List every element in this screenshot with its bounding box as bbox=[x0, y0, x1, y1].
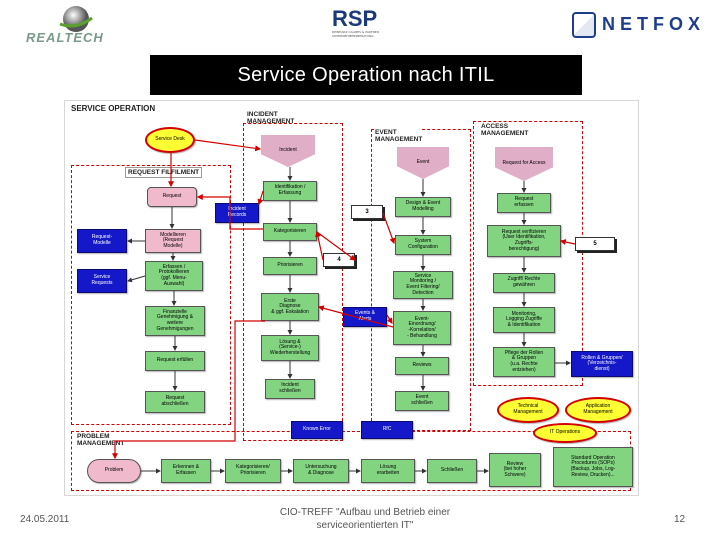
problem-schliessen-node: Schließen bbox=[427, 459, 477, 483]
incident-section bbox=[243, 123, 343, 441]
event-schliessen-node: Event schließen bbox=[395, 391, 449, 411]
access-label: ACCESS MANAGEMENT bbox=[481, 123, 529, 137]
known-error-node: Known Error bbox=[291, 421, 343, 439]
incident-schliessen-node: Incident schließen bbox=[265, 379, 315, 399]
arrow-service-requests-link bbox=[127, 275, 146, 283]
service-monitoring-node: Service Monitoring / Event Filtering/ De… bbox=[393, 271, 453, 299]
request-modelle-node: Request- Modelle bbox=[77, 229, 127, 253]
netfox-emblem bbox=[572, 12, 596, 38]
flow-arrows bbox=[112, 139, 576, 474]
modellieren-node: Modellieren (Request Modelle) bbox=[145, 229, 201, 253]
arrow-tag4-kategorisieren bbox=[315, 230, 324, 261]
access-section bbox=[473, 121, 583, 386]
slide-date: 24.05.2011 bbox=[20, 514, 70, 525]
rsp-subline: REINHARZ CALIBES & PARTNER UNTERNEHMENSB… bbox=[332, 30, 379, 38]
service-desk-node: Service Desk bbox=[145, 127, 195, 153]
problem-node: Problem bbox=[87, 459, 141, 483]
problem-kategorisieren-node: Kategorisieren/ Priorisieren bbox=[225, 459, 281, 483]
realtech-wordmark: REALTECH bbox=[26, 30, 104, 45]
footer-line-2: serviceorientierten IT" bbox=[316, 520, 414, 531]
erfassen-node: Erfassen / Protokollieren (ggf. Menu- Au… bbox=[145, 261, 203, 291]
event-einordnung-node: Event- Einordnung/ -Korrelation/ - Behan… bbox=[393, 311, 451, 345]
access-request-erfassen-node: Request erfassen bbox=[497, 193, 551, 213]
it-operations-node: IT Operations bbox=[533, 423, 597, 443]
event-label: EVENT MANAGEMENT bbox=[375, 129, 423, 143]
globe-icon bbox=[59, 6, 93, 32]
loesung-node: Lösung & (Service-) Wiederherstellung bbox=[261, 335, 319, 361]
erkennen-node: Erkennen & Erfassen bbox=[161, 459, 211, 483]
application-management-node: Application Management bbox=[565, 397, 631, 423]
netfox-wordmark: NETFOX bbox=[602, 14, 706, 34]
priorisieren-node: Priorisieren bbox=[263, 257, 317, 275]
slide-title: Service Operation nach ITIL bbox=[150, 55, 582, 95]
arrow-kategorisieren-request bbox=[196, 194, 263, 230]
problem-review-node: Review (bei hoher Schwere) bbox=[489, 453, 541, 487]
request-fulfilment-label: REQUEST FILFILMENT bbox=[125, 167, 203, 178]
arrow-tag3-config bbox=[382, 212, 396, 245]
problem-loesung-node: Lösung erarbeiten bbox=[361, 459, 415, 483]
erste-diagnose-node: Erste Diagnose & ggf. Eskalation bbox=[261, 293, 319, 321]
realtech-logo: REALTECH bbox=[26, 4, 136, 45]
finanzielle-node: Finanzielle Genehmigung & weitere Genehm… bbox=[145, 306, 205, 336]
footer-caption: CIO-TREFF "Aufbau und Betrieb einer serv… bbox=[220, 506, 510, 532]
request-erfuellen-node: Request erfüllen bbox=[145, 351, 205, 371]
system-config-node: System Configuration bbox=[395, 235, 451, 255]
arrow-einordnung-diagnose bbox=[317, 305, 394, 328]
arrow-kategorisieren-tag4 bbox=[316, 231, 356, 261]
reviews-node: Reviews bbox=[395, 357, 449, 375]
tag-5: 5 bbox=[575, 237, 615, 251]
design-event-node: Design & Event Modelling bbox=[395, 197, 451, 217]
page-number: 12 bbox=[674, 514, 686, 525]
arrow-tag5-verifizieren bbox=[559, 239, 576, 245]
arrow-servicedesk-incident bbox=[194, 139, 262, 152]
request-node: Request bbox=[147, 187, 197, 207]
sop-node: Standard Operation Procedures (SOPs) (Ba… bbox=[553, 447, 633, 487]
service-requests-node: Service Requests bbox=[77, 269, 127, 293]
problem-label: PROBLEM MANAGEMENT bbox=[77, 433, 125, 447]
arrow-identifikation-records bbox=[257, 190, 264, 206]
pflege-rollen-node: Pflege der Rollen & Gruppen (u.a. Rechte… bbox=[493, 347, 555, 377]
tag-3: 3 bbox=[351, 205, 383, 219]
request-verifizieren-node: Request verifizieren (User Identifikatio… bbox=[487, 225, 561, 257]
technical-management-node: Technical Management bbox=[497, 397, 559, 423]
request-abschliessen-node: Request abschließen bbox=[145, 391, 205, 413]
identifikation-node: Identifikation / Erfassung bbox=[263, 181, 317, 201]
rollen-gruppen-node: Rollen & Gruppen/ (Verzeichnis- dienst) bbox=[571, 351, 633, 377]
incident-label: INCIDENT MANAGEMENT bbox=[247, 111, 295, 125]
zugriff-rechte-node: Zugriff/ Rechte gewähren bbox=[493, 273, 555, 293]
rsp-wordmark: RSP bbox=[332, 6, 378, 31]
netfox-logo: NETFOX bbox=[572, 10, 702, 40]
footer-line-1: CIO-TREFF "Aufbau und Betrieb einer bbox=[279, 507, 451, 518]
rfc-node: RfC bbox=[361, 421, 413, 439]
rsp-logo: RSP REINHARZ CALIBES & PARTNER UNTERNEHM… bbox=[332, 8, 402, 44]
arrow-events-alerts bbox=[386, 314, 393, 325]
arrow-diagnose-problem bbox=[112, 320, 265, 460]
itil-diagram: SERVICE OPERATION REQUEST FILFILMENT INC… bbox=[64, 100, 639, 496]
service-operation-label: SERVICE OPERATION bbox=[71, 104, 156, 113]
request-fulfilment-section bbox=[71, 165, 231, 425]
incident-records-node: Incident Records bbox=[215, 203, 259, 223]
access-monitoring-node: Monitoring, Logging Zugriffe & Identifik… bbox=[493, 307, 555, 333]
untersuchung-node: Untersuchung & Diagnose bbox=[293, 459, 349, 483]
